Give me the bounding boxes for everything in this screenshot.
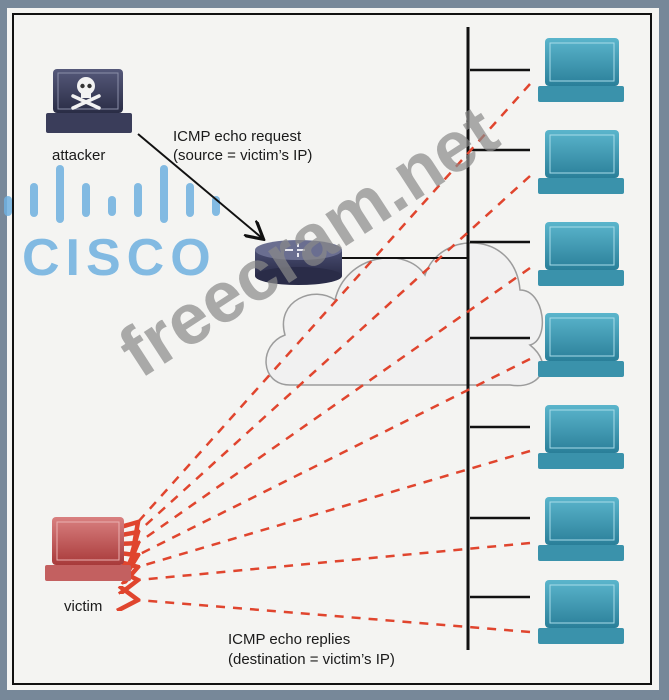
host-laptop-icon — [538, 405, 624, 469]
attacker-laptop-icon — [46, 69, 132, 133]
diagram-frame — [12, 13, 652, 685]
echo-replies — [138, 83, 531, 634]
reply-label-line1: ICMP echo replies — [228, 631, 351, 648]
host-laptop-icon — [538, 497, 624, 561]
host-laptop-icon — [538, 313, 624, 377]
reply-label-line2: (destination = victim’s IP) — [228, 651, 395, 668]
echo-reply-arrow — [138, 449, 531, 567]
echo-reply-arrow — [138, 266, 531, 543]
victim-laptop-icon — [45, 517, 131, 581]
echo-request-arrow — [137, 133, 262, 238]
echo-reply-arrow — [138, 357, 531, 555]
host-laptop-icon — [538, 580, 624, 644]
echo-reply-arrow — [138, 175, 531, 532]
router-icon — [255, 240, 342, 285]
attacker-label: attacker — [52, 147, 106, 164]
host-laptop-icon — [538, 38, 624, 102]
host-laptop-icon — [538, 130, 624, 194]
victim-label: victim — [64, 598, 103, 615]
cisco-logo-icon — [4, 165, 220, 223]
host-laptop-icon — [538, 222, 624, 286]
request-label-line2: (source = victim’s IP) — [173, 147, 313, 164]
cloud-icon — [265, 242, 544, 387]
echo-reply-arrow — [138, 83, 531, 522]
request-label-line1: ICMP echo request — [173, 128, 302, 145]
skull-icon — [77, 77, 95, 95]
echo-reply-arrow — [138, 600, 531, 634]
bus-branches — [470, 68, 530, 599]
hosts — [538, 38, 624, 644]
cisco-logo-text: CISCO — [22, 229, 217, 287]
echo-reply-arrow — [138, 541, 531, 580]
